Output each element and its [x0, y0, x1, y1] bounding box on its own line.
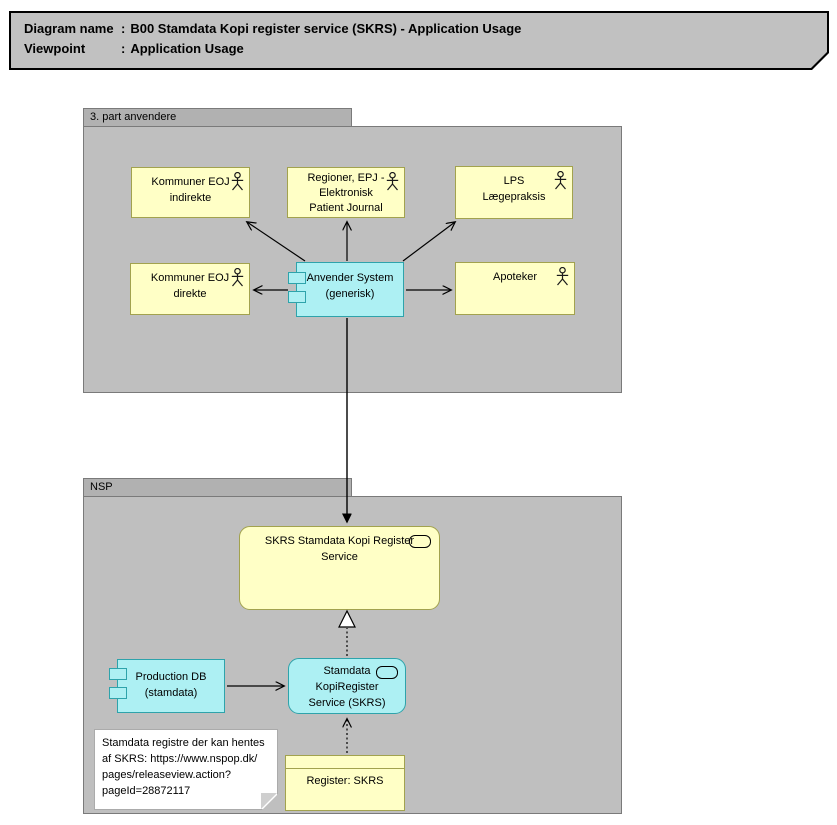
note-text: Stamdata registre der kan hentes af SKRS…	[102, 737, 265, 797]
title-value: Application Usage	[130, 41, 244, 56]
container-label: NSP	[90, 481, 113, 493]
container-tab-nsp[interactable]: NSP	[83, 478, 352, 497]
actor-icon	[554, 171, 567, 190]
node-stamdata-kopiregister-service[interactable]: Stamdata KopiRegister Service (SKRS)	[288, 658, 406, 714]
node-label: Anvender System (generisk)	[306, 272, 394, 300]
container-tab-3-part-anvendere[interactable]: 3. part anvendere	[83, 108, 352, 127]
diagram-title-box: Diagram name:B00 Stamdata Kopi register …	[9, 11, 829, 70]
node-kommuner-eoj-indirekte[interactable]: Kommuner EOJ indirekte	[131, 167, 250, 218]
node-apoteker[interactable]: Apoteker	[455, 262, 575, 315]
diagram-title-inner: Diagram name:B00 Stamdata Kopi register …	[11, 13, 827, 68]
object-header-band	[286, 756, 404, 769]
application-service-icon	[409, 535, 431, 548]
actor-icon	[231, 172, 244, 191]
title-label: Viewpoint	[24, 41, 86, 56]
node-production-db[interactable]: Production DB (stamdata)	[117, 659, 225, 713]
title-value: B00 Stamdata Kopi register service (SKRS…	[130, 21, 522, 36]
application-service-icon	[376, 666, 398, 679]
component-tab-icon	[288, 272, 306, 284]
note-stamdata-registre[interactable]: Stamdata registre der kan hentes af SKRS…	[94, 729, 278, 810]
component-tab-icon	[109, 668, 127, 680]
container-label: 3. part anvendere	[90, 111, 177, 123]
component-tab-icon	[288, 291, 306, 303]
node-lps-laegepraksis[interactable]: LPS Lægepraksis	[455, 166, 573, 219]
node-label: SKRS Stamdata Kopi Register Service	[264, 535, 415, 563]
node-kommuner-eoj-direkte[interactable]: Kommuner EOJ direkte	[130, 263, 250, 315]
actor-icon	[556, 267, 569, 286]
title-row-diagram-name: Diagram name:B00 Stamdata Kopi register …	[24, 19, 827, 39]
node-label: Production DB (stamdata)	[135, 671, 207, 699]
node-register-skrs[interactable]: Register: SKRS	[285, 755, 405, 811]
node-anvender-system[interactable]: Anvender System (generisk)	[296, 262, 404, 317]
component-tab-icon	[109, 687, 127, 699]
title-row-viewpoint: Viewpoint:Application Usage	[24, 39, 827, 59]
title-label: Diagram name	[24, 21, 114, 36]
actor-icon	[386, 172, 399, 191]
node-regioner-epj[interactable]: Regioner, EPJ - Elektronisk Patient Jour…	[287, 167, 405, 218]
node-skrs-stamdata-kopi-register-service[interactable]: SKRS Stamdata Kopi Register Service	[239, 526, 440, 610]
actor-icon	[231, 268, 244, 287]
